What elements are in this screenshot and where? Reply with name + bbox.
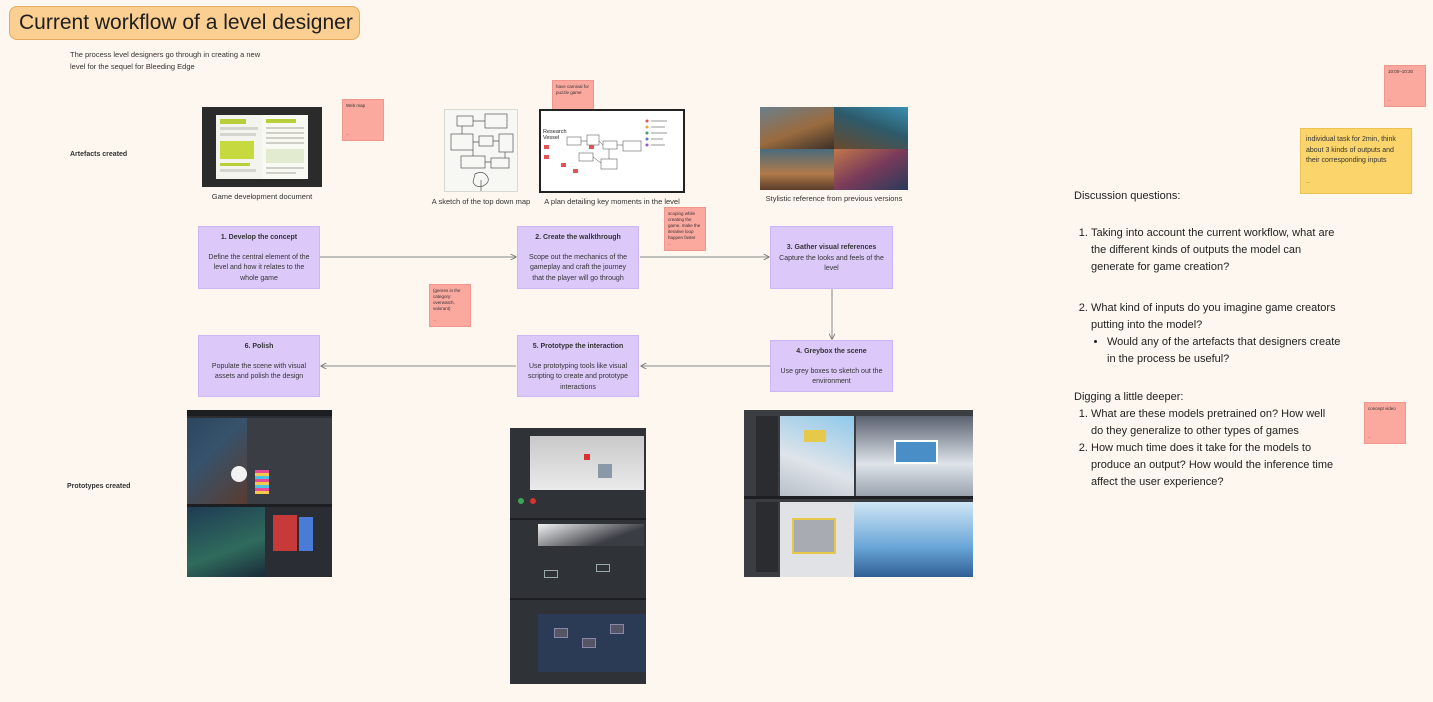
graph-node [544,570,558,578]
reference-image-3 [760,149,834,190]
step-polish[interactable]: 6. Polish Populate the scene with visual… [198,335,320,397]
blue-volume [299,517,313,551]
sticky-author-mark: — [1368,435,1371,439]
blue-arena [894,440,938,464]
step-create-walkthrough[interactable]: 2. Create the walkthrough Scope out the … [517,226,639,289]
asset-palette [756,502,778,572]
sticky-note-individual-task[interactable]: individual task for 2min, think about 3 … [1300,128,1412,194]
game-viewport [530,436,644,490]
sticky-note-scoping[interactable]: scoping while creating the game, make th… [664,207,706,251]
step-body: Capture the looks and feels of the level [779,254,884,273]
polish-prototype-screenshot[interactable] [187,410,332,577]
step-title: 2. Create the walkthrough [535,234,621,241]
sticky-text: have carnival for puzzle game [556,84,590,95]
discussion-questions: Discussion questions: Taking into accoun… [1074,188,1344,368]
digging-heading: Digging a little deeper: [1074,391,1184,403]
discussion-list: Taking into account the current workflow… [1074,225,1344,368]
sticky-note-timer[interactable]: 10:00–10:30 — [1384,65,1426,107]
reference-image-4 [834,149,908,190]
plan-inner-title: Research Vessel [543,129,567,141]
interaction-prototype-screenshots[interactable] [510,428,646,684]
grey-cube [598,464,612,478]
sticky-author-mark: — [433,318,436,322]
graph-node [554,628,568,638]
step-title: 3. Gather visual references [786,244,877,251]
step-title: 4. Greybox the scene [796,348,867,355]
step-prototype-interaction[interactable]: 5. Prototype the interaction Use prototy… [517,335,639,397]
page-subtitle: The process level designers go through i… [70,50,261,71]
step-body: Scope out the mechanics of the gameplay … [528,253,628,282]
greybox-prototype-screenshots[interactable] [744,410,973,577]
digging-list: What are these models pretrained on? How… [1074,406,1336,491]
sticky-author-mark: — [1306,179,1310,184]
editor-toolbar [187,410,332,416]
panel-divider [187,504,332,507]
sticky-text: 10:00–10:30 [1388,69,1414,74]
digging-question: What are these models pretrained on? How… [1091,406,1336,440]
step-title: 6. Polish [244,343,274,350]
graph-node [582,638,596,648]
graph-node [596,564,610,572]
step-gather-references[interactable]: 3. Gather visual references Capture the … [770,226,893,289]
step-body: Define the central element of the level … [208,253,310,282]
step-title: 5. Prototype the interaction [532,343,624,350]
discussion-question: Taking into account the current workflow… [1091,225,1344,300]
stop-indicator [530,498,536,504]
sticky-author-mark: — [1388,98,1391,102]
viewport-scene-2 [187,507,265,577]
step-title: 1. Develop the concept [220,234,298,241]
digging-question: How much time does it take for the model… [1091,440,1336,491]
sticky-author-mark: — [668,242,671,246]
discussion-question: What kind of inputs do you imagine game … [1091,300,1344,368]
greybox-viewport-4 [854,502,973,577]
digging-deeper-questions: Digging a little deeper: What are these … [1074,389,1336,491]
reference-image-1 [760,107,834,149]
sticky-text: concept video [1368,406,1396,411]
reference-image-2 [834,107,908,149]
step-body: Populate the scene with visual assets an… [211,362,307,381]
sticky-text: individual task for 2min, think about 3 … [1306,136,1396,164]
greybox-room [792,518,836,554]
step-greybox-scene[interactable]: 4. Greybox the scene Use grey boxes to s… [770,340,893,392]
sticky-note-concept-video[interactable]: concept video — [1364,402,1406,444]
panel-divider [510,518,646,520]
level-plan-image[interactable]: Research Vessel [539,109,685,193]
greybox-viewport-1 [780,416,854,496]
plan-caption: A plan detailing key moments in the leve… [544,197,680,206]
red-volume [273,515,297,551]
sticky-text: Web map [346,103,366,108]
red-cube [584,454,590,460]
step-develop-concept[interactable]: 1. Develop the concept Define the centra… [198,226,320,289]
prototypes-row-label: Prototypes created [67,483,131,490]
panel-divider [510,598,646,600]
discussion-heading: Discussion questions: [1074,190,1181,202]
top-down-map-sketch-image[interactable] [444,109,518,192]
graph-node [610,624,624,634]
stylistic-reference-collage[interactable] [760,107,908,190]
scene-object [231,466,247,482]
artefacts-row-label: Artefacts created [70,151,128,158]
panel-divider [744,496,973,499]
game-dev-document-image[interactable] [202,107,322,187]
step-body: Use prototyping tools like visual script… [527,362,628,391]
sticky-note-web-map[interactable]: Web map — [342,99,384,141]
viewport-scene-1 [187,418,247,504]
play-indicator [518,498,524,504]
page-title: Current workflow of a level designer [9,6,360,40]
style-caption: Stylistic reference from previous versio… [765,194,903,203]
sticky-text: (genres in the category: overwatch, valo… [433,288,461,311]
sticky-author-mark: — [346,132,349,136]
color-swatches [255,470,269,494]
scene-preview [538,524,644,546]
sketch-caption: A sketch of the top down map [431,197,531,206]
sticky-text: scoping while creating the game, make th… [668,211,701,240]
sticky-note-genres[interactable]: (genres in the category: overwatch, valo… [429,284,471,327]
yellow-block [804,430,826,442]
step-body: Use grey boxes to sketch out the environ… [780,367,883,386]
discussion-subquestion: Would any of the artefacts that designer… [1107,334,1344,368]
gdd-caption: Game development document [211,192,313,201]
asset-palette [756,416,778,496]
